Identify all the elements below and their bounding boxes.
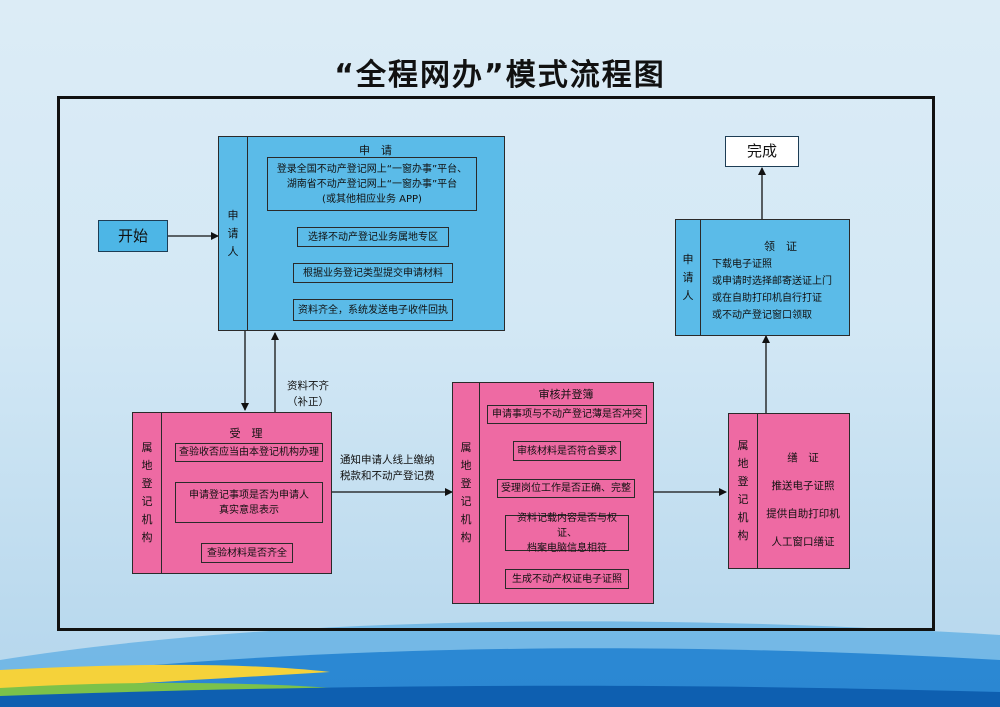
review-step-consistency: 资料记载内容是否与权证、 档案电脑信息相符	[505, 513, 629, 554]
fee-note: 通知申请人线上缴纳 税款和不动产登记费	[340, 454, 435, 482]
apply-side-label: 申 请 人	[219, 137, 248, 330]
issue-line: 推送电子证照	[771, 480, 835, 492]
accept-step-check-materials: 查验材料是否齐全	[201, 543, 293, 563]
collect-text: 下载电子证照 或申请时选择邮寄送证上门 或在自助打印机自行打证 或不动产登记窗口…	[712, 256, 832, 324]
review-panel: 属 地 登 记 机 构 审核并登簿 申请事项与不动产登记薄是否冲突 审核材料是否…	[452, 382, 654, 604]
apply-panel: 申 请 人 申 请 登录全国不动产登记网上“一窗办事”平台、 湖南省不动产登记网…	[218, 136, 505, 331]
diagram-frame	[57, 96, 935, 631]
start-label: 开始	[117, 227, 148, 245]
collect-heading: 领 证	[764, 240, 797, 253]
collect-line: 下载电子证照	[712, 259, 772, 270]
review-side-label: 属 地 登 记 机 构	[453, 383, 480, 603]
review-step-materials: 审核材料是否符合要求	[513, 441, 621, 461]
collect-line: 或不动产登记窗口领取	[712, 310, 812, 321]
apply-step-select-zone: 选择不动产登记业务属地专区	[297, 227, 449, 247]
accept-side-label: 属 地 登 记 机 构	[133, 413, 162, 573]
collect-panel: 申 请 人 领 证 下载电子证照 或申请时选择邮寄送证上门 或在自助打印机自行打…	[675, 219, 850, 336]
issue-line: 提供自助打印机	[766, 508, 840, 520]
review-step-conflict: 申请事项与不动产登记薄是否冲突	[487, 405, 647, 424]
collect-line: 或申请时选择邮寄送证上门	[712, 276, 832, 287]
accept-step-check-authority: 查验收否应当由本登记机构办理	[175, 443, 323, 462]
review-step-generate-cert: 生成不动产权证电子证照	[505, 569, 629, 589]
issue-side-label: 属 地 登 记 机 构	[729, 414, 758, 568]
review-step-accuracy: 受理岗位工作是否正确、完整	[497, 479, 635, 498]
apply-step-receipt: 资料齐全，系统发送电子收件回执	[293, 299, 453, 321]
issue-line: 人工窗口缮证	[771, 536, 835, 548]
accept-panel: 属 地 登 记 机 构 受 理 查验收否应当由本登记机构办理 申请登记事项是否为…	[132, 412, 332, 574]
collect-line: 或在自助打印机自行打证	[712, 293, 822, 304]
finish-node: 完成	[725, 136, 799, 167]
issue-panel: 属 地 登 记 机 构 缮 证 推送电子证照 提供自助打印机 人工窗口缮证	[728, 413, 850, 569]
page-title: “全程网办”模式流程图	[334, 58, 666, 93]
finish-label: 完成	[746, 142, 777, 160]
accept-step-check-intent: 申请登记事项是否为申请人 真实意思表示	[175, 482, 323, 523]
issue-heading: 缮 证	[787, 452, 819, 464]
incomplete-note: 资料不齐 （补正）	[287, 380, 329, 408]
apply-step-login: 登录全国不动产登记网上“一窗办事”平台、 湖南省不动产登记网上“一窗办事”平台 …	[267, 157, 477, 211]
review-heading: 审核并登簿	[538, 388, 594, 401]
issue-text: 缮 证 推送电子证照 提供自助打印机 人工窗口缮证	[757, 444, 849, 556]
collect-side-label: 申 请 人	[676, 220, 701, 335]
apply-heading: 申 请	[359, 144, 392, 157]
background-wave	[0, 621, 1000, 707]
accept-heading: 受 理	[229, 427, 263, 440]
apply-step-submit: 根据业务登记类型提交申请材料	[293, 263, 453, 283]
start-node: 开始	[98, 220, 168, 252]
